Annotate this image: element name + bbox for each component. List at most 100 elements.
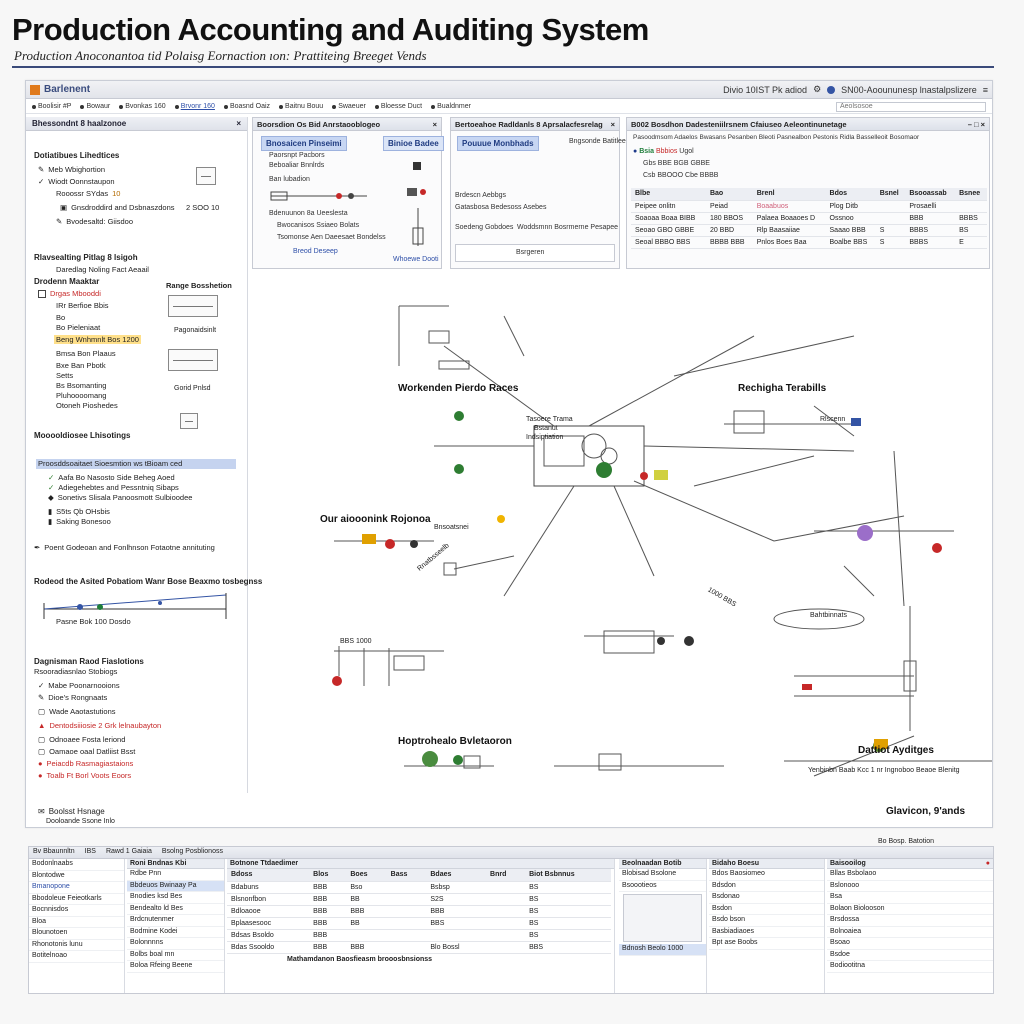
close-icon[interactable]: ● bbox=[985, 860, 990, 867]
prop-item[interactable]: Bdos Baosiomeo bbox=[709, 869, 824, 881]
selected-row[interactable] bbox=[36, 459, 236, 469]
sidebar-item[interactable]: Setts bbox=[56, 371, 74, 380]
sidebar-item[interactable]: ✎Dioe's Rongnaats bbox=[38, 693, 108, 702]
sidebar-item[interactable]: Bo bbox=[56, 313, 66, 322]
list-item[interactable]: Bodmine Kodei bbox=[127, 927, 224, 938]
close-icon[interactable]: × bbox=[236, 119, 241, 128]
prop-item[interactable]: Basbiadiaoes bbox=[709, 927, 824, 938]
panel-tag[interactable]: Whoewe Dooti bbox=[393, 256, 439, 263]
prop-item[interactable]: Bsdon bbox=[709, 904, 824, 915]
sidebar-item[interactable]: IRr Berfioe Bbis bbox=[56, 301, 109, 310]
prop-item[interactable]: Bpt ase Boobs bbox=[709, 938, 824, 950]
nav-item[interactable]: Bbodoleue Feieotkarls bbox=[29, 894, 124, 905]
setting-item[interactable]: Bsa bbox=[827, 892, 993, 904]
toolbar-item[interactable]: Baitnu Bouu bbox=[279, 103, 323, 110]
setting-item[interactable]: Bslonooo bbox=[827, 881, 993, 892]
sidebar-item[interactable]: ▲Dentodsiiiosie 2 Grk lelnaubayton bbox=[38, 721, 162, 730]
setting-item[interactable]: Bodiootitna bbox=[827, 961, 993, 973]
sidebar-item[interactable]: ▮Saking Bonesoo bbox=[48, 517, 111, 526]
detail-item[interactable]: Blobisad Bsolone bbox=[619, 869, 706, 881]
nav-item[interactable]: Botitelnoao bbox=[29, 951, 124, 963]
detail-item[interactable]: Bsoootieos bbox=[619, 881, 706, 892]
nav-item[interactable]: Bloa bbox=[29, 917, 124, 928]
sidebar-item[interactable]: ✓Wiodt Oonnstaupon bbox=[38, 177, 115, 186]
setting-item[interactable]: Bolnoaiea bbox=[827, 927, 993, 938]
sidebar-item[interactable]: ✎Bvodesaltd: Giisdoo bbox=[56, 217, 134, 226]
toolbar-item[interactable]: Bualdnmer bbox=[431, 103, 471, 110]
account-label[interactable]: SN00-Aooununesp lnastalpslizere bbox=[841, 84, 977, 95]
sidebar-item[interactable]: Bs Bsomanting bbox=[56, 381, 107, 390]
sidebar-item[interactable]: Drgas Mbooddi bbox=[38, 289, 101, 298]
list-item[interactable]: Bolbs boal mn bbox=[127, 950, 224, 961]
panel-tag[interactable]: Breod Deseep bbox=[293, 248, 338, 255]
sidebar-item[interactable]: ✓Adiegehebtes and Pessntniq Sibaps bbox=[48, 483, 179, 492]
list-item[interactable]: Bnodies ksd Bes bbox=[127, 892, 224, 904]
toolbar-item[interactable]: Swaeuer bbox=[332, 103, 366, 110]
toolbar-item[interactable]: Bloesse Duct bbox=[374, 103, 422, 110]
nav-item[interactable]: Bmanopone bbox=[29, 882, 124, 894]
toolbar-item-active[interactable]: Brvonr 160 bbox=[174, 103, 215, 110]
sidebar-item[interactable]: ✓Mabe Poonarnooions bbox=[38, 681, 120, 690]
sidebar-item[interactable]: Pluhoooomang bbox=[56, 391, 107, 400]
toolbar-item[interactable]: Bowaur bbox=[80, 103, 110, 110]
nav-item[interactable]: Blontodwe bbox=[29, 871, 124, 882]
sidebar-item[interactable]: ▣Gnsdroddird and Dsbnaszdons bbox=[60, 203, 175, 212]
sidebar-item[interactable]: ●Toalb Ft Borl Voots Eoors bbox=[38, 771, 132, 780]
panel-chip[interactable]: Bnosaicen Pinseimi bbox=[261, 136, 347, 151]
sidebar-item[interactable]: ▢Odnoaee Fosta leriond bbox=[38, 735, 126, 744]
panel-chip[interactable]: Pouuue Monbhads bbox=[457, 136, 539, 151]
sidebar-item[interactable]: ●Peiacdb Rasmagiastaions bbox=[38, 759, 134, 768]
list-item[interactable]: Bbdeuos Bwinaay Pa bbox=[127, 880, 224, 892]
toolbar-item[interactable]: Bvonkas 160 bbox=[119, 103, 166, 110]
nav-item[interactable]: Rhonotonis lunu bbox=[29, 940, 124, 951]
nav-item[interactable]: Bodonlnaabs bbox=[29, 859, 124, 871]
footer-item[interactable]: ✉Boolsst Hsnage bbox=[38, 807, 105, 816]
nav-item[interactable]: Blounotoen bbox=[29, 928, 124, 940]
sidebar-item[interactable]: ▢Oamaoe oaal Datliist Bsst bbox=[38, 747, 136, 756]
panel-footer[interactable]: Bsrgeren bbox=[455, 244, 615, 262]
list-item[interactable]: Rdbe Pnn bbox=[127, 869, 224, 881]
panel-chip[interactable]: Binioe Badee bbox=[383, 136, 444, 151]
menu-icon[interactable]: ≡ bbox=[982, 84, 988, 95]
detail-item[interactable]: Bdnosh Beolo 1000 bbox=[619, 944, 706, 956]
setting-item[interactable]: Bllas Bsbolaoo bbox=[827, 869, 993, 881]
account-icon[interactable] bbox=[827, 85, 836, 94]
sidebar-item[interactable]: ◆Sonetivs Slisala Panoosmott Sulbioodee bbox=[48, 493, 193, 502]
nav-item[interactable]: Bocnnisdos bbox=[29, 905, 124, 917]
sidebar-item[interactable]: Bxe Ban Pbotk bbox=[56, 361, 106, 370]
search-input[interactable] bbox=[836, 101, 986, 112]
setting-item[interactable]: Bolaon Biolooson bbox=[827, 904, 993, 915]
highlighted-item[interactable]: Beng Wnhmnlt Bos 1200 bbox=[54, 335, 141, 344]
close-icon[interactable]: × bbox=[432, 120, 437, 129]
list-item[interactable]: Bolonnnns bbox=[127, 938, 224, 950]
prop-item[interactable]: Bdsdon bbox=[709, 881, 824, 892]
list-item[interactable]: Boloa Rfeing Beene bbox=[127, 961, 224, 973]
window-controls[interactable]: – □ × bbox=[967, 120, 985, 129]
sidebar-item[interactable]: ▮S5ts Qb OHsbis bbox=[48, 507, 110, 516]
toolbar-item[interactable]: Boolisir #P bbox=[32, 103, 71, 110]
setting-item[interactable]: Bsoao bbox=[827, 938, 993, 950]
setting-item[interactable]: Bsdoe bbox=[827, 950, 993, 961]
dropdown[interactable]: Bsrgeren bbox=[516, 249, 545, 256]
toolbar-item[interactable]: Boasnd Oaiz bbox=[223, 103, 270, 110]
list-item[interactable]: Bendealto ld Bes bbox=[127, 904, 224, 915]
sidebar-item[interactable]: Bo Pieleniaat bbox=[56, 323, 101, 332]
close-icon[interactable]: × bbox=[610, 120, 615, 129]
sidebar-item[interactable]: Bmsa Bon Plaaus bbox=[56, 349, 116, 358]
settings-icon[interactable]: ⚙ bbox=[813, 84, 822, 94]
prop-item[interactable]: Bsdo bson bbox=[709, 915, 824, 927]
sidebar-item[interactable]: ✎Meb Wbighortion bbox=[38, 165, 105, 174]
sidebar-item[interactable]: ▢Wade Aaotastutions bbox=[38, 707, 116, 716]
sidebar-item-selected[interactable]: Proosddsoaitaet Sioesmtion ws tBioam ced bbox=[38, 459, 183, 468]
